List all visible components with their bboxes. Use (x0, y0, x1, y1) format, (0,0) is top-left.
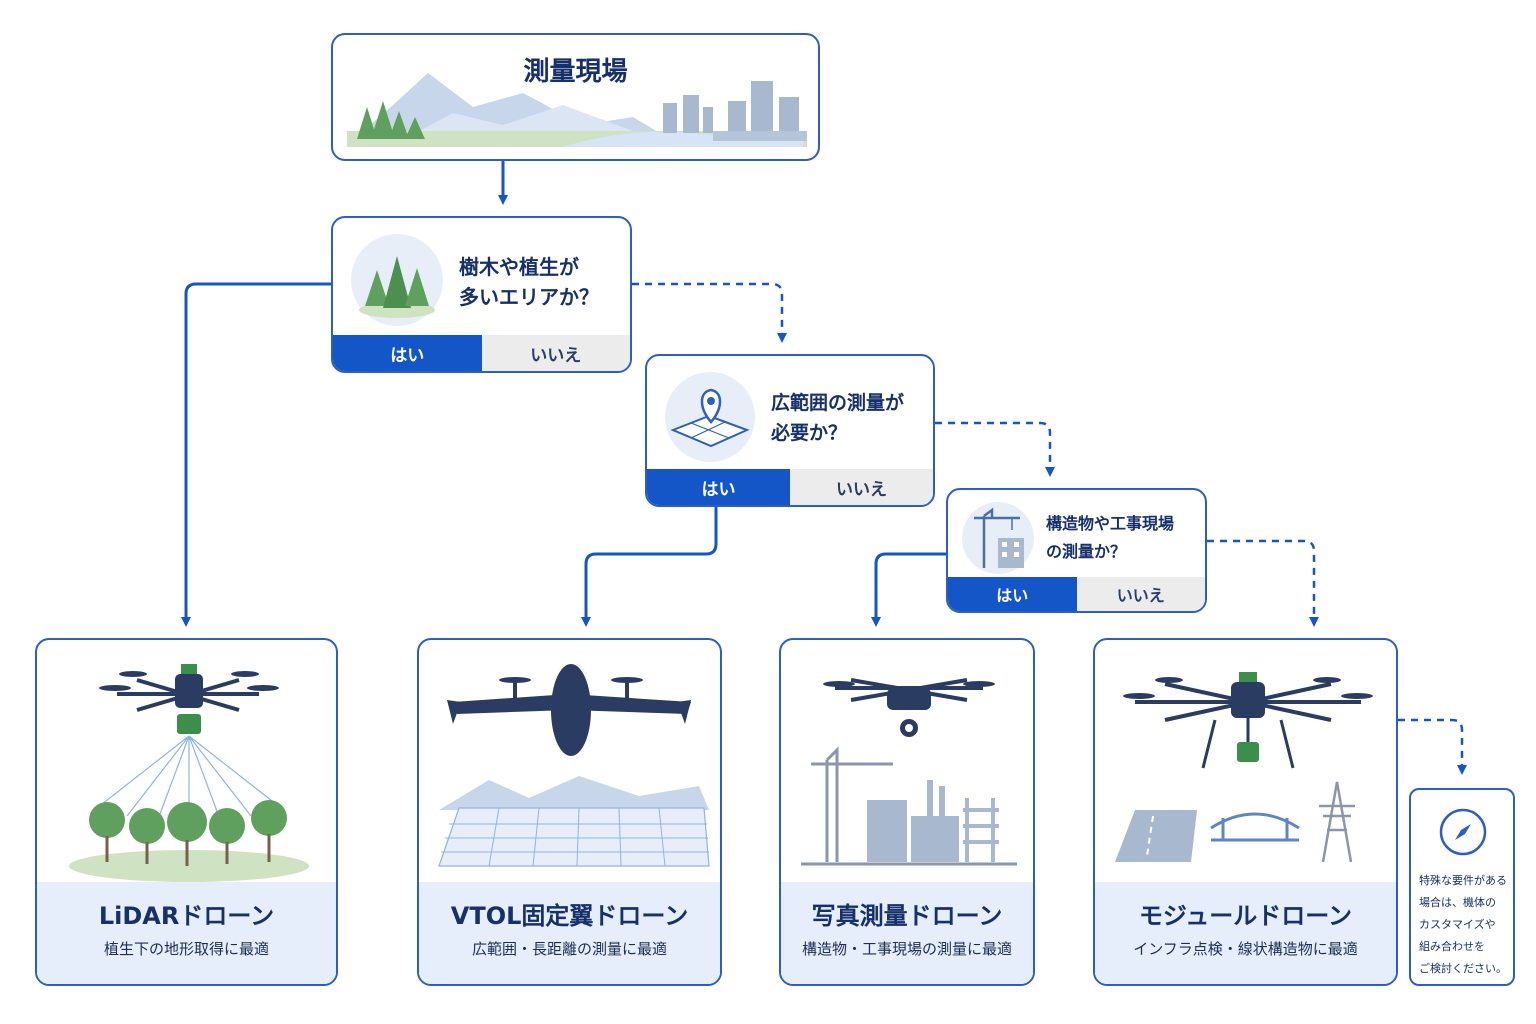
result-4-name: モジュールドローン (1138, 902, 1353, 930)
result-card-module[interactable]: モジュールドローン インフラ点検・線状構造物に最適 (1093, 638, 1398, 986)
arrow-q3-no (1207, 539, 1319, 627)
q2-no-button[interactable]: いいえ (790, 469, 933, 505)
arrow-q2-no (935, 421, 1055, 477)
result-card-vtol[interactable]: VTOL固定翼ドローン 広範囲・長距離の測量に最適 (417, 638, 722, 986)
answer-bar-2: はい いいえ (647, 469, 933, 505)
survey-site-box: 測量現場 (331, 33, 820, 161)
map-pin-icon (670, 388, 750, 448)
note-text: 特殊な要件がある 場合は、機体の カスタマイズや 組み合わせを ご検討ください。 (1419, 874, 1507, 975)
question-structures: 構造物や工事現場 の測量か？ はい いいえ (946, 488, 1207, 613)
lidar-drone-illustration (69, 664, 309, 882)
arrow-q1-yes (181, 282, 332, 627)
crane-icon-bg (962, 502, 1034, 574)
q1-yes-button[interactable]: はい (333, 335, 482, 371)
q3-no-button[interactable]: いいえ (1076, 577, 1205, 611)
q3-yes-button[interactable]: はい (948, 577, 1077, 611)
arrow-q1-no (632, 282, 787, 343)
photo-footer: 写真測量ドローン 構造物・工事現場の測量に最適 (781, 882, 1033, 984)
result-card-photo[interactable]: 写真測量ドローン 構造物・工事現場の測量に最適 (779, 638, 1035, 986)
result-3-name: 写真測量ドローン (811, 902, 1003, 930)
arrow-q2-yes (581, 507, 718, 627)
result-4-desc: インフラ点検・線状構造物に最適 (1133, 940, 1358, 958)
question-3-text: 構造物や工事現場 の測量か？ (1046, 514, 1175, 561)
module-drone-illustration (1115, 672, 1373, 863)
landscape-illustration (347, 73, 807, 147)
forest-icon-bg (351, 234, 443, 326)
vtol-footer: VTOL固定翼ドローン 広範囲・長距離の測量に最適 (419, 882, 720, 984)
question-vegetation: 樹木や植生が 多いエリアか？ はい いいえ (331, 216, 632, 373)
result-3-desc: 構造物・工事現場の測量に最適 (801, 940, 1012, 958)
result-2-desc: 広範囲・長距離の測量に最適 (471, 940, 667, 958)
result-card-lidar[interactable]: LiDARドローン 植生下の地形取得に最適 (35, 638, 338, 986)
q2-yes-button[interactable]: はい (647, 469, 790, 505)
photo-drone-illustration (801, 678, 1017, 866)
crane-building-icon (974, 507, 1024, 568)
custom-note-card: 特殊な要件がある 場合は、機体の カスタマイズや 組み合わせを ご検討ください。 (1409, 788, 1515, 986)
question-1-text: 樹木や植生が 多いエリアか？ (459, 255, 599, 309)
compass-icon (1439, 808, 1487, 856)
arrow-module-to-note (1398, 718, 1467, 775)
module-footer: モジュールドローン インフラ点検・線状構造物に最適 (1095, 882, 1396, 984)
result-1-desc: 植生下の地形取得に最適 (103, 940, 269, 958)
q1-no-button[interactable]: いいえ (481, 335, 630, 371)
answer-bar-1: はい いいえ (333, 335, 630, 371)
question-2-text: 広範囲の測量が 必要か？ (771, 392, 905, 444)
arrow-q3-yes (871, 552, 946, 627)
trees-icon (359, 256, 435, 318)
question-wide-area: 広範囲の測量が 必要か？ はい いいえ (645, 354, 935, 507)
vtol-drone-illustration (438, 664, 710, 867)
lidar-footer: LiDARドローン 植生下の地形取得に最適 (37, 882, 336, 984)
result-1-name: LiDARドローン (98, 902, 275, 930)
page-title: 測量現場 (523, 57, 628, 87)
map-icon-bg (665, 372, 755, 462)
result-2-name: VTOL固定翼ドローン (450, 902, 689, 930)
answer-bar-3: はい いいえ (948, 577, 1205, 611)
